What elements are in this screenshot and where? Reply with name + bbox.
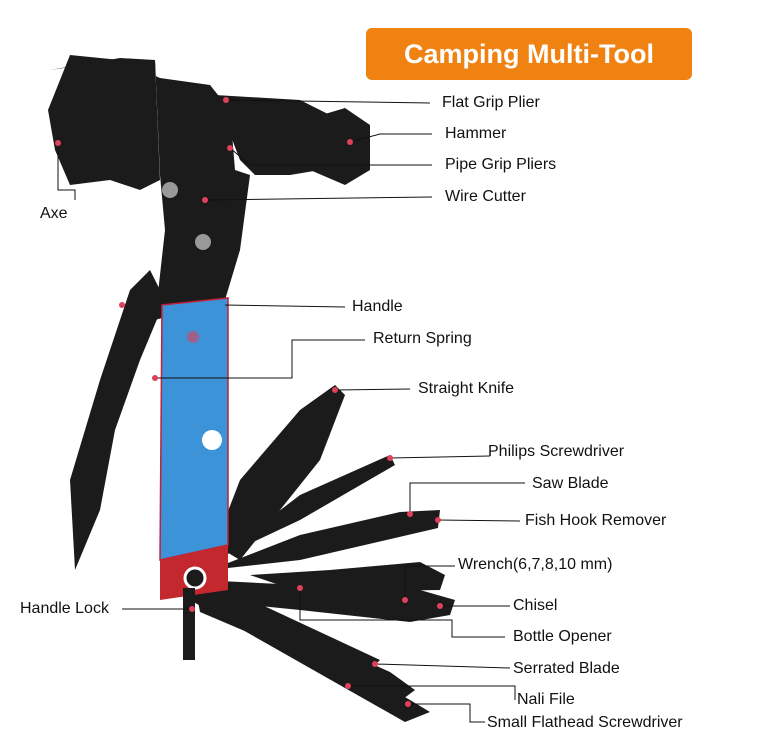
pivot-screw-2 [195,234,211,250]
marker-dots [55,97,443,707]
label-hammer: Hammer [445,125,507,142]
title-banner: Camping Multi-Tool [366,28,692,80]
label-return-spring: Return Spring [373,330,472,347]
label-wrench: Wrench(6,7,8,10 mm) [458,556,613,573]
label-fish-hook-remover: Fish Hook Remover [525,512,667,529]
leader-lines [57,99,525,723]
label-flat-grip-plier: Flat Grip Plier [442,94,540,111]
axe-head-shape [48,55,160,190]
tool-head [48,55,370,320]
pivot-screw-1 [162,182,178,198]
label-serrated-blade: Serrated Blade [513,660,620,677]
tool-blades [190,385,455,722]
label-handle: Handle [352,298,403,315]
hammer-head-shape [305,108,370,185]
label-saw-blade: Saw Blade [532,475,609,492]
handle-lock-ring [183,566,207,590]
handle-lock-shape [183,588,195,660]
label-bottle-opener: Bottle Opener [513,628,612,645]
label-pipe-grip-pliers: Pipe Grip Pliers [445,156,557,173]
wrench-shape [250,562,445,592]
label-small-flathead-screwdriver: Small Flathead Screwdriver [487,714,683,731]
serrated-blade-shape [195,585,380,680]
lever-handle-shape [70,270,165,570]
label-straight-knife: Straight Knife [418,380,515,397]
saw-blade-shape [210,510,440,570]
straight-knife-shape [215,385,345,560]
label-wire-cutter: Wire Cutter [445,188,526,205]
label-nali-file: Nali File [517,691,575,708]
pliers-head-shape [215,95,330,175]
label-chisel: Chisel [513,597,558,614]
label-philips-screwdriver: Philips Screwdriver [488,443,625,460]
label-axe: Axe [40,205,68,222]
handle-cutout [202,430,222,450]
label-handle-lock: Handle Lock [20,600,109,617]
